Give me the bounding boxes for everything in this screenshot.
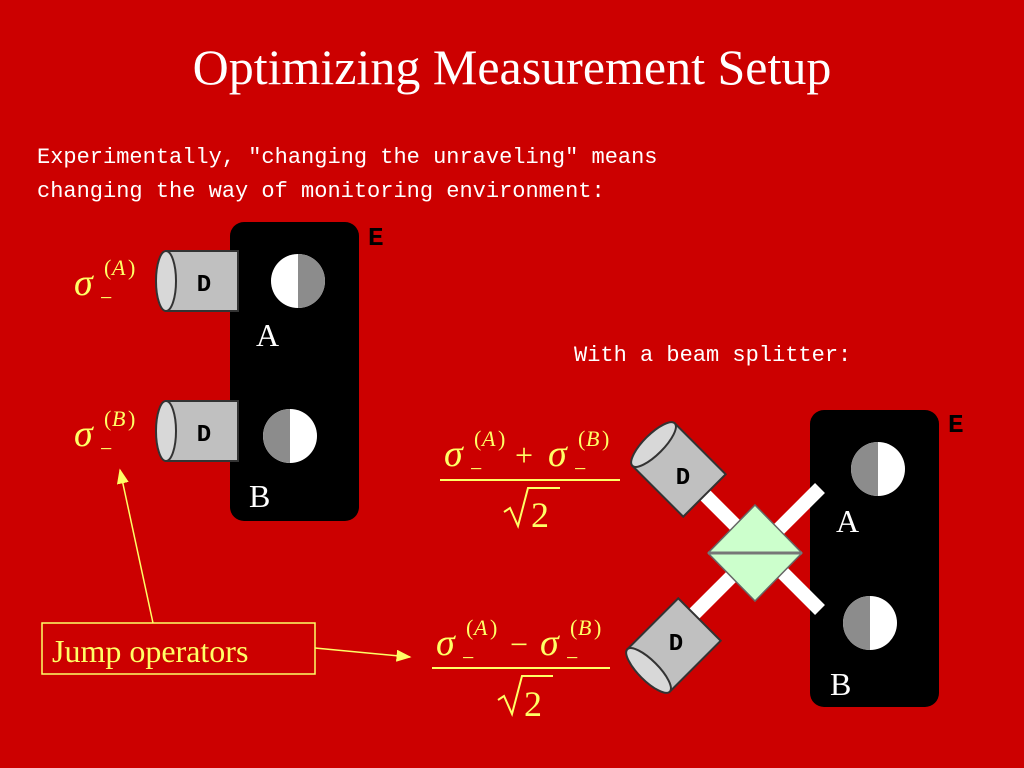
atom-a-right — [851, 442, 905, 496]
svg-text:): ) — [490, 615, 497, 640]
env-label-left: E — [368, 223, 384, 253]
svg-text:B: B — [112, 406, 125, 431]
environment-box-right — [810, 410, 939, 707]
svg-text:−: − — [574, 456, 586, 481]
sigma-a-label: σ ( A ) − — [74, 255, 135, 310]
svg-text:σ: σ — [436, 622, 456, 664]
jump-operators-label: Jump operators — [52, 633, 248, 669]
svg-text:A: A — [480, 426, 496, 451]
detector-label: D — [669, 631, 683, 658]
atom-a-label-right: A — [836, 503, 859, 539]
svg-text:−: − — [566, 645, 578, 670]
arrow-to-sigma — [116, 468, 154, 624]
atom-b-left — [263, 409, 317, 463]
svg-text:): ) — [498, 426, 505, 451]
svg-text:(: ( — [466, 615, 473, 640]
svg-text:σ: σ — [548, 433, 568, 475]
detector-b-left: D — [155, 400, 239, 462]
svg-text:2: 2 — [531, 495, 549, 535]
svg-text:A: A — [110, 255, 126, 280]
svg-text:σ: σ — [444, 433, 464, 475]
svg-text:2: 2 — [524, 684, 542, 724]
arrow-to-fraction — [314, 647, 412, 662]
atom-b-label-right: B — [830, 666, 851, 702]
svg-text:−: − — [510, 626, 528, 662]
svg-text:): ) — [128, 406, 135, 431]
intro-line-1: Experimentally, "changing the unraveling… — [37, 145, 658, 170]
atom-b-right — [843, 596, 897, 650]
svg-text:−: − — [100, 285, 112, 310]
svg-text:−: − — [470, 456, 482, 481]
svg-text:): ) — [128, 255, 135, 280]
svg-text:B: B — [586, 426, 599, 451]
beam-splitter — [706, 503, 804, 603]
detector-label: D — [197, 272, 211, 299]
svg-text:(: ( — [474, 426, 481, 451]
page-title: Optimizing Measurement Setup — [192, 39, 832, 95]
svg-text:σ: σ — [540, 622, 560, 664]
detector-label: D — [676, 465, 690, 492]
sigma-b-label: σ ( B ) − — [74, 406, 135, 461]
svg-text:+: + — [515, 437, 533, 473]
svg-text:−: − — [462, 645, 474, 670]
svg-text:(: ( — [570, 615, 577, 640]
intro-line-2: changing the way of monitoring environme… — [37, 179, 605, 204]
svg-text:−: − — [100, 436, 112, 461]
svg-text:B: B — [578, 615, 591, 640]
svg-text:): ) — [594, 615, 601, 640]
svg-text:): ) — [602, 426, 609, 451]
detector-a-left: D — [155, 250, 239, 312]
environment-box-left — [230, 222, 359, 521]
svg-text:A: A — [472, 615, 488, 640]
fraction-difference: σ ( A ) − − σ ( B ) − 2 — [432, 615, 610, 724]
svg-text:(: ( — [578, 426, 585, 451]
beam-splitter-caption: With a beam splitter: — [574, 343, 852, 368]
env-label-right: E — [948, 410, 964, 440]
svg-text:σ: σ — [74, 413, 94, 455]
atom-a-left — [271, 254, 325, 308]
atom-b-label-left: B — [249, 478, 270, 514]
svg-text:(: ( — [104, 406, 111, 431]
svg-text:(: ( — [104, 255, 111, 280]
svg-text:σ: σ — [74, 262, 94, 304]
detector-bottom-right — [625, 596, 723, 694]
detector-top-right — [630, 421, 728, 519]
detector-label: D — [197, 422, 211, 449]
atom-a-label-left: A — [256, 317, 279, 353]
fraction-sum: σ ( A ) − + σ ( B ) − 2 — [440, 426, 620, 535]
